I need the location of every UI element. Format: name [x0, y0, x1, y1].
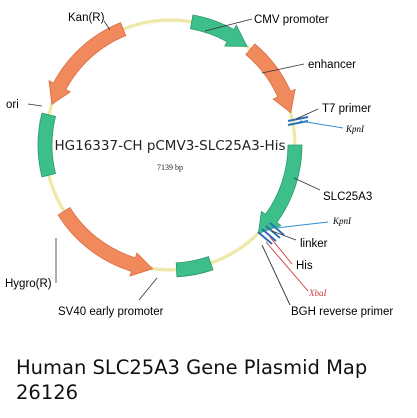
label-kpn1-bottom: KpnI — [332, 216, 352, 226]
feature-arc-enh — [245, 43, 296, 114]
bgh-primer-mark — [257, 222, 285, 245]
kan-leader — [103, 20, 111, 31]
feature-arc-cmv — [190, 14, 248, 47]
leader-lines — [27, 18, 321, 301]
sv40-leader — [138, 277, 158, 301]
feature-arc-hygro — [57, 206, 154, 277]
kpn1-top-leader — [299, 120, 344, 129]
feature-arc-kan — [48, 22, 127, 105]
feature-arcs — [37, 14, 303, 278]
label-linker: linker — [300, 238, 328, 250]
ori-leader — [27, 103, 43, 107]
label-xba1: XbaI — [308, 288, 327, 298]
label-hygror: Hygro(R) — [5, 278, 52, 290]
label-slc25a3: SLC25A3 — [323, 191, 372, 203]
enhancer-leader — [261, 63, 305, 74]
bgh-leader — [261, 244, 291, 306]
label-kpn1-top: KpnI — [345, 124, 365, 134]
caption-line-2: 26126 — [16, 381, 79, 404]
label-t7-primer: T7 primer — [322, 103, 371, 115]
label-enhancer: enhancer — [308, 59, 356, 71]
label-kanr: Kan(R) — [68, 12, 105, 24]
t7-leader — [295, 108, 319, 120]
caption-line-1: Human SLC25A3 Gene Plasmid Map — [16, 356, 368, 379]
label-cmv-promoter: CMV promoter — [254, 14, 329, 26]
kpn1-bottom-leader — [275, 221, 329, 229]
feature-arc-sv40 — [175, 256, 214, 278]
label-ori: ori — [6, 99, 19, 111]
feature-arc-ori — [37, 112, 56, 178]
cmv-leader — [204, 18, 253, 32]
xba1-leader — [265, 241, 309, 292]
his-leader — [269, 236, 293, 265]
slc-leader — [293, 177, 321, 191]
feature-arc-slc — [257, 144, 303, 234]
page-caption: Human SLC25A3 Gene Plasmid Map 26126 — [16, 355, 367, 405]
plasmid-map: CMV promoter enhancer T7 primer KpnI SLC… — [5, 12, 393, 318]
label-his: His — [296, 260, 313, 272]
plasmid-size: 7139 bp — [157, 163, 183, 172]
label-sv40-early-promoter: SV40 early promoter — [58, 306, 164, 318]
linker-leader — [271, 230, 297, 241]
label-bgh-reverse-primer: BGH reverse primer — [291, 306, 393, 318]
plasmid-name: HG16337-CH pCMV3-SLC25A3-His — [55, 138, 286, 154]
